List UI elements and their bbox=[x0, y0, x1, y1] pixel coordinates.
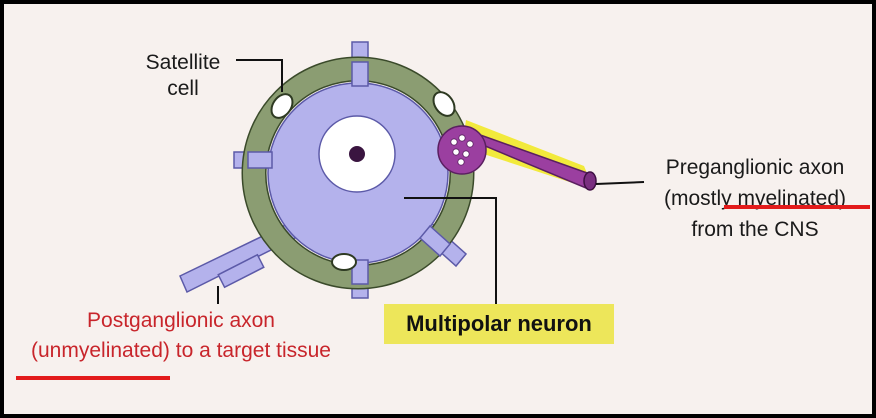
preganglionic-leader-line bbox=[596, 182, 644, 184]
postganglionic-axon-label: Postganglionic axon (unmyelinated) to a … bbox=[16, 306, 346, 366]
postganglionic-label-line2: (unmyelinated) to a target tissue bbox=[16, 336, 346, 366]
postganglionic-label-line1: Postganglionic axon bbox=[16, 306, 346, 336]
nucleolus bbox=[349, 146, 365, 162]
myelinated-underline bbox=[724, 205, 870, 209]
satellite-cell-label: Satellite cell bbox=[128, 50, 238, 102]
multipolar-neuron-label: Multipolar neuron bbox=[384, 304, 614, 344]
satellite-leader-line bbox=[236, 60, 282, 92]
satellite-cell-label-line2: cell bbox=[128, 76, 238, 102]
preganglionic-label-line3: from the CNS bbox=[640, 214, 870, 245]
multipolar-neuron-label-box: Multipolar neuron bbox=[384, 304, 614, 344]
unmyelinated-underline bbox=[16, 376, 170, 380]
preganglionic-label-line1: Preganglionic axon bbox=[640, 152, 870, 183]
preganglionic-label-line2: (mostly myelinated) bbox=[640, 183, 870, 214]
axon-terminal bbox=[438, 126, 486, 174]
satellite-cell-label-line1: Satellite bbox=[128, 50, 238, 76]
preganglionic-axon-label: Preganglionic axon (mostly myelinated) f… bbox=[640, 152, 870, 245]
